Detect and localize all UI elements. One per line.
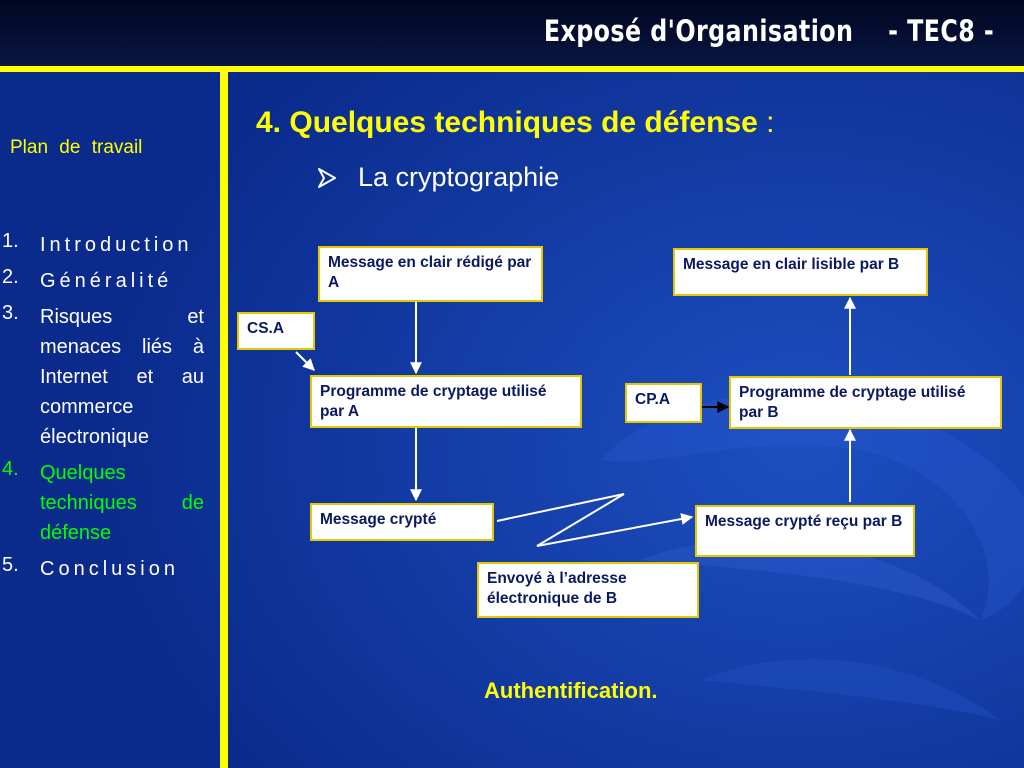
toc-number: 3. <box>2 302 19 324</box>
box-cp-a: CP.A <box>625 383 702 423</box>
toc-label: Généralité <box>40 270 173 292</box>
subheading-text: La cryptographie <box>358 162 560 192</box>
box-message-en-clair-b: Message en clair lisible par B <box>673 248 928 296</box>
title-bar <box>0 0 1024 66</box>
section-heading-colon: : <box>757 106 775 139</box>
box-programme-cryptage-a: Programme de cryptage utilisé par A <box>310 375 582 428</box>
header-divider <box>0 66 1024 72</box>
box-cs-a: CS.A <box>237 312 315 350</box>
zigzag-transmission-line <box>496 493 694 547</box>
table-of-contents: 1. Introduction 2. Généralité 3. Risques… <box>2 230 204 590</box>
toc-label: Introduction <box>40 234 193 256</box>
toc-number: 2. <box>2 266 19 288</box>
sidebar: Plan de travail 1. Introduction 2. Génér… <box>0 72 220 768</box>
box-message-crypte-recu-b: Message crypté reçu par B <box>695 505 915 557</box>
box-programme-cryptage-b: Programme de cryptage utilisé par B <box>729 376 1002 429</box>
box-message-en-clair-a: Message en clair rédigé par A <box>318 246 543 302</box>
toc-item-techniques: 4. Quelques techniques de défense <box>2 458 204 548</box>
sidebar-divider <box>220 72 228 768</box>
section-heading: 4. Quelques techniques de défense : <box>256 106 774 140</box>
toc-number: 4. <box>2 458 19 480</box>
subheading: La cryptographie <box>316 162 559 193</box>
box-message-crypte: Message crypté <box>310 503 494 541</box>
toc-item-introduction: 1. Introduction <box>2 230 204 260</box>
box-envoye-adresse: Envoyé à l’adresse électronique de B <box>477 562 699 618</box>
presentation-title: Exposé d'Organisation - TEC8 - <box>543 14 994 48</box>
toc-label: Risques et menaces liés à Internet et au… <box>40 306 204 448</box>
bullet-arrow-icon <box>318 167 336 188</box>
toc-item-risques: 3. Risques et menaces liés à Internet et… <box>2 302 204 452</box>
toc-number: 5. <box>2 554 19 576</box>
toc-label: Conclusion <box>40 558 179 580</box>
arrow-csa-to-prog-a <box>295 351 315 371</box>
sidebar-title: Plan de travail <box>10 137 143 158</box>
toc-item-conclusion: 5. Conclusion <box>2 554 204 584</box>
section-heading-text: 4. Quelques techniques de défense <box>256 106 758 139</box>
toc-number: 1. <box>2 230 19 252</box>
footer-authentification: Authentification. <box>484 678 658 703</box>
toc-label: Quelques techniques de défense <box>40 462 204 544</box>
toc-item-generalite: 2. Généralité <box>2 266 204 296</box>
